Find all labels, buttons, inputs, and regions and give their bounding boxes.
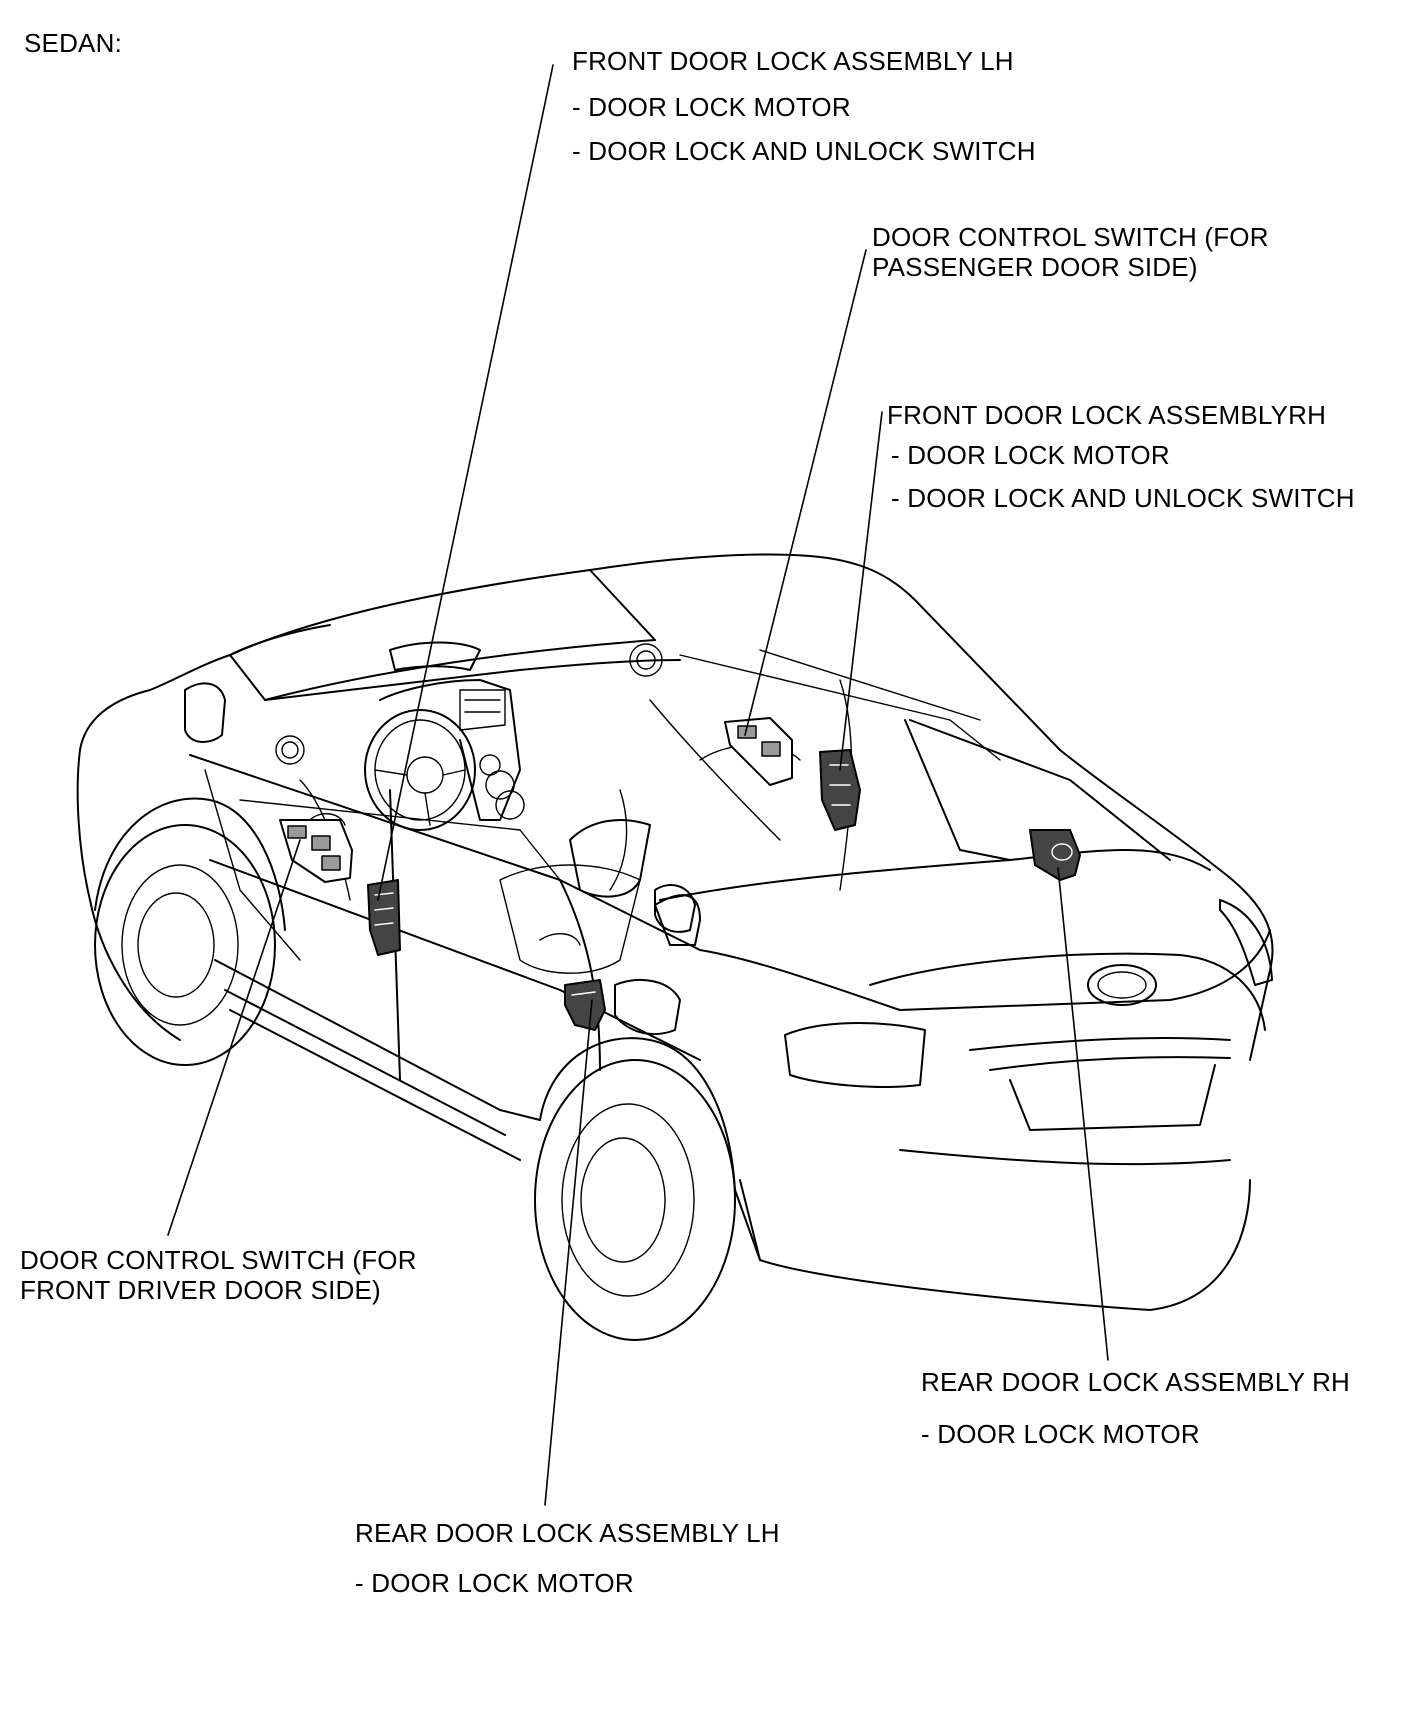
page-title: SEDAN: — [24, 28, 123, 58]
callout-front-door-lock-rh: FRONT DOOR LOCK ASSEMBLYRH - DOOR LOCK M… — [887, 400, 1355, 513]
callout-title: REAR DOOR LOCK ASSEMBLY RH — [921, 1367, 1351, 1397]
callout-passenger-door-switch: DOOR CONTROL SWITCH (FOR PASSENGER DOOR … — [872, 222, 1269, 282]
leader-driver-switch — [167, 839, 301, 1236]
passenger-door-control-switch — [724, 717, 793, 786]
callout-rear-door-lock-rh: REAR DOOR LOCK ASSEMBLY RH - DOOR LOCK M… — [921, 1367, 1350, 1449]
callout-item: - DOOR LOCK AND UNLOCK SWITCH — [891, 483, 1355, 513]
leader-passenger-switch — [744, 249, 867, 736]
leader-lines — [167, 64, 1109, 1506]
callout-item: - DOOR LOCK MOTOR — [355, 1568, 634, 1598]
callout-title: FRONT DOOR LOCK ASSEMBLY LH — [572, 46, 1014, 76]
callout-line: DOOR CONTROL SWITCH (FOR — [20, 1245, 417, 1275]
callout-line: DOOR CONTROL SWITCH (FOR — [872, 222, 1269, 252]
driver-door-control-switch — [279, 819, 353, 883]
callout-title: FRONT DOOR LOCK ASSEMBLYRH — [887, 400, 1327, 430]
rear-door-lock-rh — [1029, 829, 1081, 881]
leader-rear-lh — [544, 999, 593, 1506]
leader-front-rh — [839, 411, 883, 771]
callout-line: FRONT DRIVER DOOR SIDE) — [20, 1275, 381, 1305]
leader-rear-rh — [1057, 867, 1109, 1361]
callout-item: - DOOR LOCK MOTOR — [572, 92, 851, 122]
callout-line: PASSENGER DOOR SIDE) — [872, 252, 1198, 282]
callout-front-door-lock-lh: FRONT DOOR LOCK ASSEMBLY LH - DOOR LOCK … — [572, 46, 1036, 166]
car-interior — [184, 641, 1001, 1035]
callout-item: - DOOR LOCK MOTOR — [921, 1419, 1200, 1449]
callout-item: - DOOR LOCK AND UNLOCK SWITCH — [572, 136, 1036, 166]
front-door-lock-rh — [819, 749, 861, 831]
callout-driver-door-switch: DOOR CONTROL SWITCH (FOR FRONT DRIVER DO… — [20, 1245, 417, 1305]
callout-title: REAR DOOR LOCK ASSEMBLY LH — [355, 1518, 780, 1548]
car-body-outline — [76, 553, 1274, 1341]
callout-rear-door-lock-lh: REAR DOOR LOCK ASSEMBLY LH - DOOR LOCK M… — [355, 1518, 780, 1598]
callout-item: - DOOR LOCK MOTOR — [891, 440, 1170, 470]
rear-door-lock-lh — [564, 979, 606, 1031]
leader-front-lh — [377, 64, 554, 901]
front-door-lock-lh — [367, 879, 401, 956]
